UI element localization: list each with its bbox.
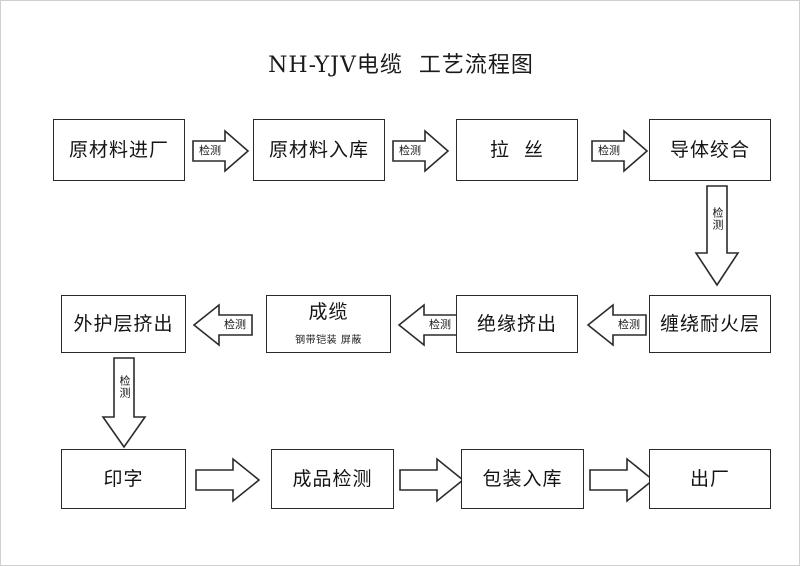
arrow-label: 检测 (598, 144, 620, 157)
node-label: 绝缘挤出 (476, 312, 557, 335)
arrow-label: 检测 (429, 318, 451, 331)
node-label: 原材料入库 (268, 138, 369, 161)
node-label: 拉 丝 (489, 138, 545, 161)
arrow-inspect-3: 检测 (591, 129, 649, 173)
node-label: 外护层挤出 (73, 312, 174, 335)
arrow-label: 检测 (711, 207, 724, 231)
arrow-inspect-6: 检测 (397, 303, 459, 347)
arrow-inspect-8: 检测 (101, 357, 147, 449)
arrow-inspect-2: 检测 (392, 129, 450, 173)
arrow-inspect-7: 检测 (586, 303, 648, 347)
node-factory-delivery[interactable]: 出厂 (649, 449, 771, 509)
node-outer-sheath-extrusion[interactable]: 外护层挤出 (61, 295, 186, 353)
arrow-flow-2 (399, 457, 465, 503)
node-label: 成缆 (308, 300, 349, 323)
arrow-flow-1 (195, 457, 261, 503)
arrow-label: 检测 (118, 375, 131, 399)
node-raw-material-warehousing[interactable]: 原材料入库 (253, 119, 385, 181)
arrow-inspect-1: 检测 (192, 129, 250, 173)
node-conductor-stranding[interactable]: 导体绞合 (649, 119, 771, 181)
node-finished-product-inspection[interactable]: 成品检测 (271, 449, 394, 509)
node-fire-resistant-wrapping[interactable]: 缠绕耐火层 (649, 295, 771, 353)
node-label: 导体绞合 (669, 138, 750, 161)
arrow-inspect-5: 检测 (192, 303, 254, 347)
node-label: 原材料进厂 (68, 138, 169, 161)
node-label: 包装入库 (482, 467, 563, 490)
node-wire-drawing[interactable]: 拉 丝 (456, 119, 578, 181)
node-printing[interactable]: 印字 (61, 449, 186, 509)
arrow-label: 检测 (199, 144, 221, 157)
arrow-label: 检测 (399, 144, 421, 157)
node-label: 缠绕耐火层 (659, 312, 760, 335)
node-insulation-extrusion[interactable]: 绝缘挤出 (456, 295, 578, 353)
page-title: NH-YJV电缆 工艺流程图 (268, 53, 534, 78)
node-packaging-warehousing[interactable]: 包装入库 (461, 449, 584, 509)
arrow-label: 检测 (618, 318, 640, 331)
node-label: 出厂 (689, 467, 730, 490)
node-cabling[interactable]: 成缆 钢带铠装 屏蔽 (266, 295, 391, 353)
node-label: 成品检测 (292, 467, 373, 490)
node-label: 印字 (103, 467, 144, 490)
arrow-inspect-4: 检测 (694, 185, 740, 287)
arrow-flow-3 (589, 457, 655, 503)
arrow-label: 检测 (224, 318, 246, 331)
node-raw-material-arrival[interactable]: 原材料进厂 (53, 119, 185, 181)
node-sub-label: 钢带铠装 屏蔽 (295, 335, 362, 347)
